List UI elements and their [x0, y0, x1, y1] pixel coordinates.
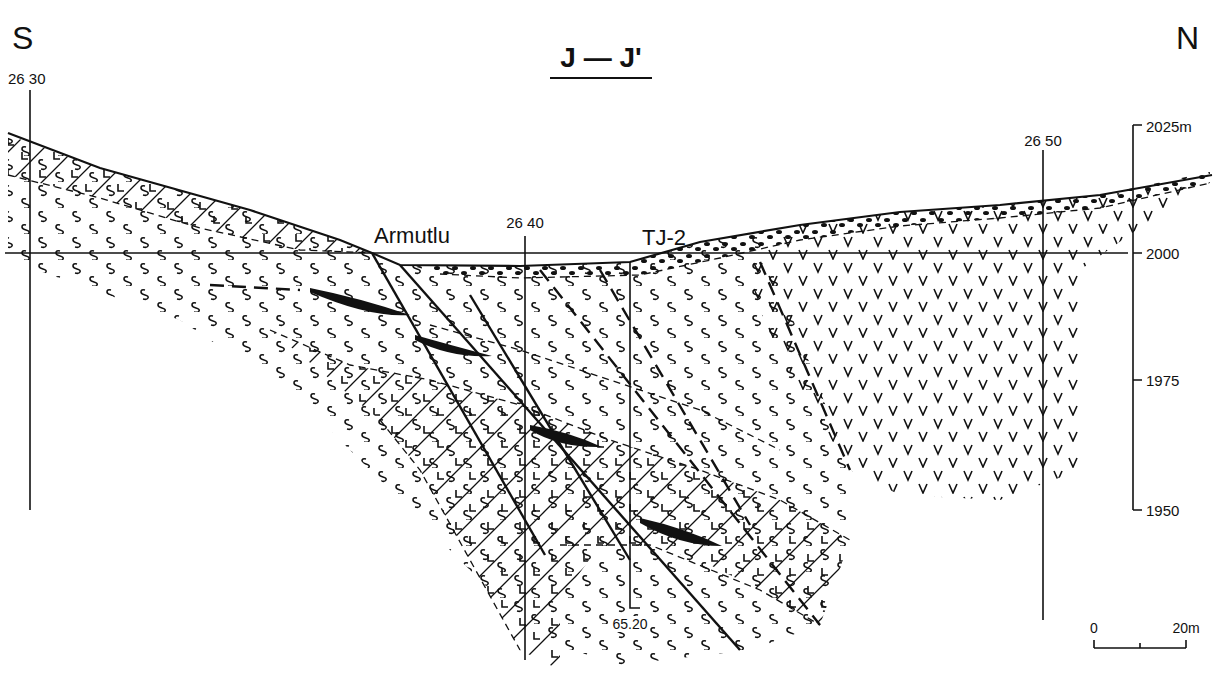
elevation-label: 1975 — [1146, 373, 1179, 388]
grid-coordinate: 26 50 — [1024, 133, 1062, 148]
borehole-label: TJ-2 — [642, 227, 686, 249]
scale-label: 20m — [1172, 621, 1199, 635]
direction-label: S — [12, 22, 33, 54]
grid-coordinate: 26 40 — [506, 215, 544, 230]
direction-label: N — [1176, 22, 1199, 54]
scale-label: 0 — [1090, 621, 1098, 635]
elevation-label: 2025m — [1146, 119, 1192, 134]
borehole-depth: 65.20 — [610, 616, 649, 632]
grid-coordinate: 26 30 — [8, 71, 46, 86]
elevation-label: 1950 — [1146, 503, 1179, 518]
elevation-label: 2000 — [1146, 246, 1179, 261]
section-title: J — J' — [560, 44, 641, 72]
place-name: Armutlu — [374, 225, 450, 247]
